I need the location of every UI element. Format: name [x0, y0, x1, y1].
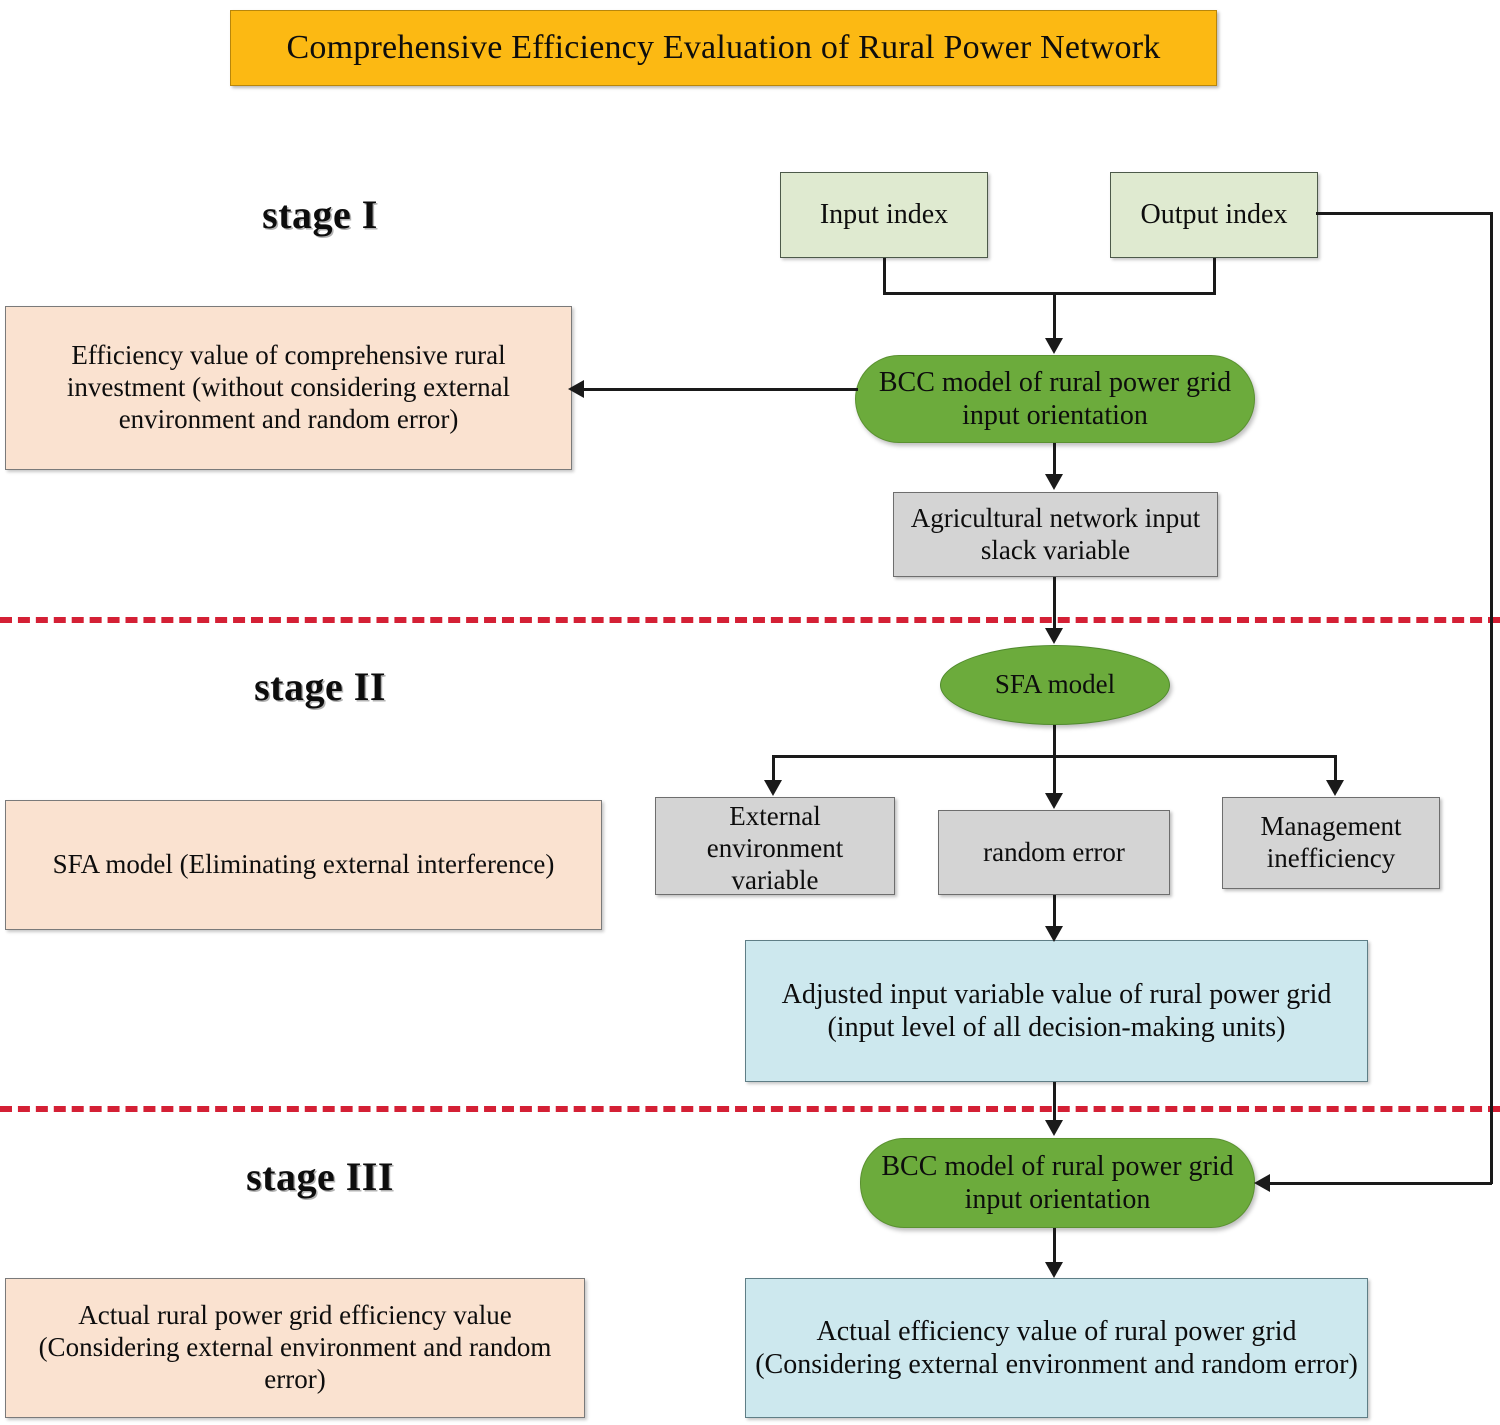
arrowhead-fanout-left [764, 780, 782, 796]
node-efficiency-comprehensive-label: Efficiency value of comprehensive rural … [66, 340, 511, 434]
node-sfa-model-ellipse-label: SFA model [994, 669, 1116, 700]
arrowhead-random-error-to-adjusted [1045, 926, 1063, 942]
node-random-error[interactable]: random error [938, 810, 1170, 895]
node-external-environment-variable-label: External environment variable [706, 801, 844, 895]
connector-fanout-left-leg [772, 755, 775, 781]
node-actual-efficiency-left-label: Actual rural power grid efficiency value… [38, 1300, 552, 1394]
connector-merge-to-bcc1 [1053, 292, 1056, 340]
arrowhead-slack-to-sfa [1045, 628, 1063, 644]
page-title-text: Comprehensive Efficiency Evaluation of R… [286, 28, 1161, 66]
arrowhead-merge-to-bcc1 [1045, 338, 1063, 354]
connector-fanout-right-leg [1334, 755, 1337, 781]
arrowhead-bcc3-to-actual-right [1045, 1262, 1063, 1278]
stage-ii-iii-divider [0, 1106, 1500, 1112]
arrowhead-adjusted-to-bcc3 [1045, 1120, 1063, 1136]
stage-i-ii-divider [0, 617, 1500, 623]
arrowhead-fanout-right [1326, 780, 1344, 796]
node-actual-efficiency-right[interactable]: Actual efficiency value of rural power g… [745, 1278, 1368, 1418]
connector-output-index-right [1316, 212, 1492, 215]
node-bcc-model-stage1[interactable]: BCC model of rural power grid input orie… [855, 355, 1255, 443]
connector-adjusted-to-bcc3 [1053, 1082, 1056, 1122]
node-actual-efficiency-right-label: Actual efficiency value of rural power g… [755, 1315, 1358, 1380]
node-bcc-model-stage1-label: BCC model of rural power grid input orie… [878, 366, 1232, 431]
arrowhead-right-rail-to-bcc3 [1254, 1174, 1270, 1192]
node-bcc-model-stage3[interactable]: BCC model of rural power grid input orie… [860, 1138, 1255, 1228]
arrowhead-bcc1-to-efficiency [568, 380, 584, 398]
node-input-index[interactable]: Input index [780, 172, 988, 258]
node-output-index-label: Output index [1140, 199, 1288, 231]
node-slack-variable-label: Agricultural network input slack variabl… [910, 502, 1201, 565]
node-adjusted-input-label: Adjusted input variable value of rural p… [781, 978, 1332, 1043]
connector-fanout-middle-leg [1053, 755, 1056, 795]
connector-bcc1-to-slack [1053, 443, 1056, 475]
connector-right-rail [1490, 212, 1493, 1184]
node-bcc-model-stage3-label: BCC model of rural power grid input orie… [881, 1150, 1234, 1215]
stage-label-1: stage I [150, 188, 490, 242]
stage-label-1-text: stage I [262, 192, 378, 238]
connector-sfa-to-fanout [1053, 725, 1056, 757]
node-management-inefficiency-label: Management inefficiency [1260, 811, 1402, 873]
connector-merge-bar [883, 292, 1216, 295]
node-management-inefficiency[interactable]: Management inefficiency [1222, 797, 1440, 889]
connector-right-rail-to-bcc3 [1270, 1182, 1492, 1185]
node-sfa-model-ellipse[interactable]: SFA model [940, 645, 1170, 725]
connector-bcc3-to-actual-right [1053, 1228, 1056, 1264]
node-external-environment-variable[interactable]: External environment variable [655, 797, 895, 895]
arrowhead-fanout-middle [1045, 793, 1063, 809]
arrowhead-bcc1-to-slack [1045, 474, 1063, 490]
node-actual-efficiency-left[interactable]: Actual rural power grid efficiency value… [5, 1278, 585, 1418]
connector-output-index-down [1213, 258, 1216, 294]
stage-label-2-text: stage II [254, 664, 386, 710]
node-slack-variable[interactable]: Agricultural network input slack variabl… [893, 492, 1218, 577]
stage-label-3: stage III [150, 1150, 490, 1204]
stage-label-3-text: stage III [246, 1154, 394, 1200]
page-title: Comprehensive Efficiency Evaluation of R… [230, 10, 1217, 86]
connector-bcc1-to-efficiency [580, 388, 858, 391]
connector-input-index-down [883, 258, 886, 294]
connector-slack-to-sfa [1053, 577, 1056, 629]
node-efficiency-comprehensive[interactable]: Efficiency value of comprehensive rural … [5, 306, 572, 470]
node-sfa-model-left[interactable]: SFA model (Eliminating external interfer… [5, 800, 602, 930]
stage-label-2: stage II [150, 660, 490, 714]
connector-random-error-to-adjusted [1053, 895, 1056, 928]
node-input-index-label: Input index [819, 199, 949, 231]
node-sfa-model-left-label: SFA model (Eliminating external interfer… [52, 849, 555, 880]
node-output-index[interactable]: Output index [1110, 172, 1318, 258]
node-adjusted-input[interactable]: Adjusted input variable value of rural p… [745, 940, 1368, 1082]
node-random-error-label: random error [983, 836, 1125, 867]
